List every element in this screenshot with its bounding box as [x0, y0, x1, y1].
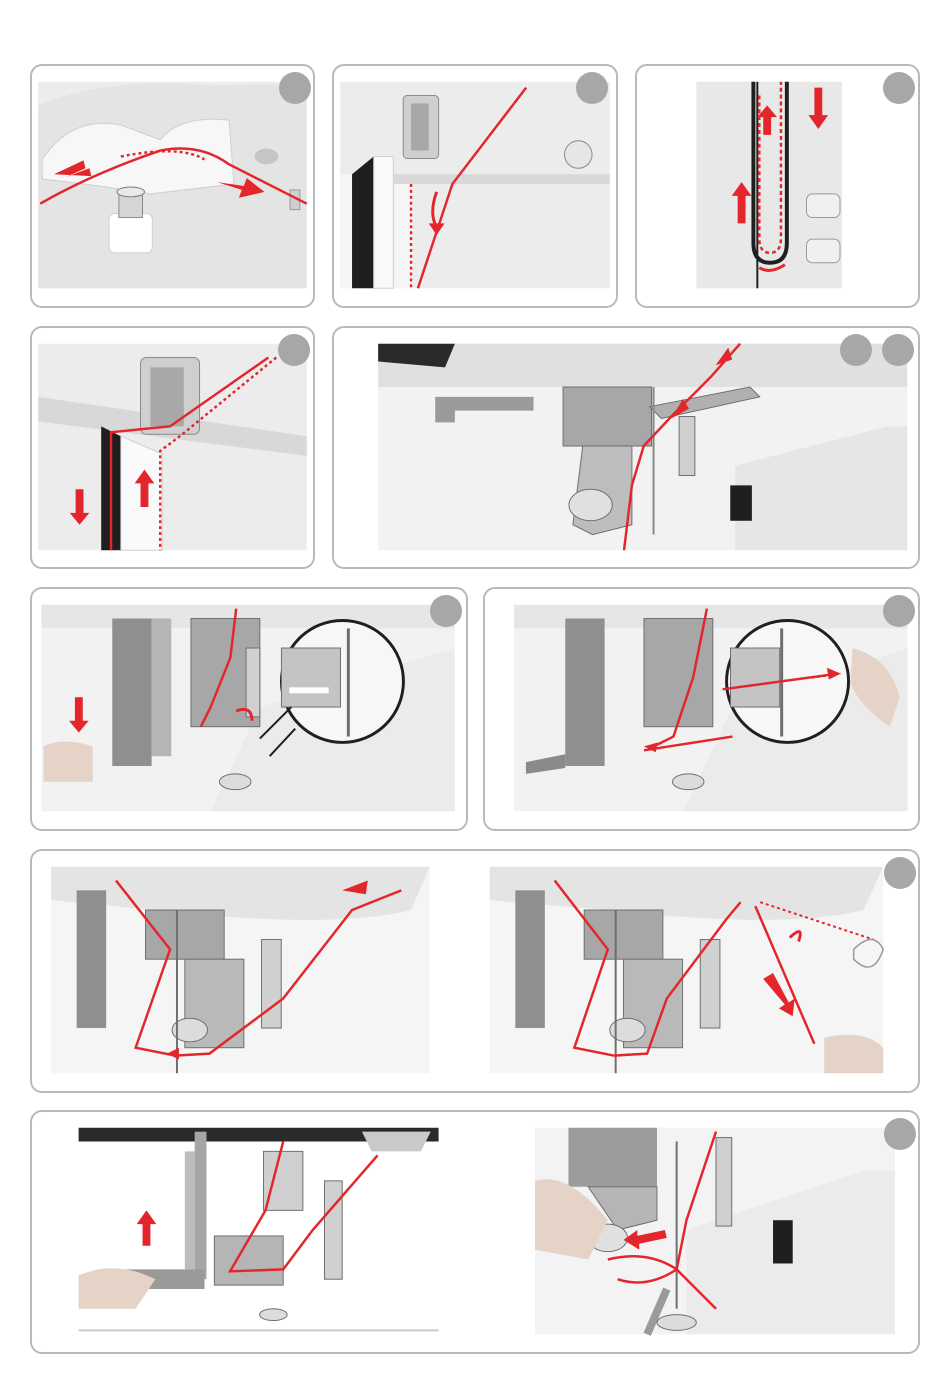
step-panel-5: [332, 326, 920, 569]
step-badge-icon: [884, 857, 916, 889]
step-panel-2: [332, 64, 618, 308]
take-up-lever-illustration: [637, 66, 918, 306]
step-panel-1: [30, 64, 315, 308]
step-panel-3: [635, 64, 920, 308]
step-panel-6: [30, 587, 468, 831]
step-badge-icon: [883, 595, 915, 627]
step-badge-icon: [278, 334, 310, 366]
take-up-lever-hook-illustration: [32, 328, 313, 567]
needle-threader-lower-illustration: [32, 589, 466, 829]
step-badge-icon: [884, 1118, 916, 1150]
step-badge-icon: [430, 595, 462, 627]
step-panel-10: [30, 1110, 920, 1354]
step-badge-icon: [576, 72, 608, 104]
needle-threader-pull-illustration: [485, 589, 918, 829]
step-badge-icon: [840, 334, 872, 366]
raise-lever-and-pull-thread-illustration: [32, 1112, 918, 1352]
step-panel-4: [30, 326, 315, 569]
tension-slot-illustration: [334, 66, 616, 306]
thread-guide-illustration: [32, 66, 313, 306]
needle-bar-guide-illustration: [334, 328, 918, 567]
step-badge-icon: [882, 334, 914, 366]
step-badge-icon: [279, 72, 311, 104]
step-panel-8: [30, 849, 920, 1093]
step-panel-7: [483, 587, 920, 831]
thread-path-front-illustration: [32, 851, 918, 1091]
step-badge-icon: [883, 72, 915, 104]
